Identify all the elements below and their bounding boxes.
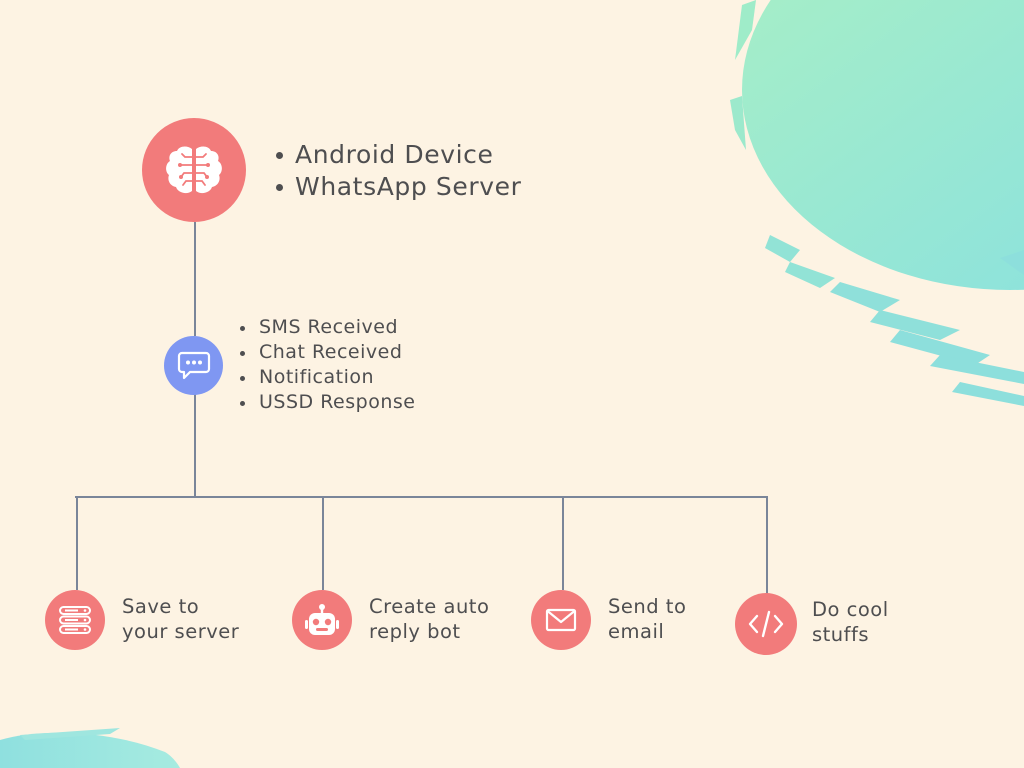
source-node: [142, 118, 246, 222]
trigger-item-sms-received: SMS Received: [237, 315, 415, 340]
server-stack-icon: [59, 606, 91, 634]
action-label-line-1: Create auto: [369, 595, 490, 618]
action-label-line-1: Save to: [122, 595, 200, 618]
robot-icon: [305, 604, 339, 635]
action-label-line-1: Do cool: [812, 598, 889, 621]
top-right-brush-stroke: [730, 0, 1024, 406]
action-label-do-cool-stuffs: Do cool stuffs: [812, 597, 889, 647]
trigger-list: SMS Received Chat Received Notification …: [237, 315, 415, 415]
action-label-line-1: Send to: [608, 595, 687, 618]
code-icon: [748, 610, 784, 638]
action-node-auto-reply-bot: [292, 590, 352, 650]
source-item-android-device: Android Device: [273, 139, 521, 171]
trigger-item-ussd-response: USSD Response: [237, 390, 415, 415]
action-label-auto-reply-bot: Create auto reply bot: [369, 594, 489, 644]
trigger-node: [164, 336, 223, 395]
source-item-whatsapp-server: WhatsApp Server: [273, 171, 521, 203]
action-node-save-to-server: [45, 590, 105, 650]
trigger-item-notification: Notification: [237, 365, 415, 390]
brain-icon: [166, 146, 222, 194]
action-node-do-cool-stuffs: [735, 593, 797, 655]
action-label-line-2: your server: [122, 620, 240, 643]
source-list: Android Device WhatsApp Server: [273, 139, 521, 203]
bottom-left-brush-stroke: [0, 728, 180, 768]
action-label-save-to-server: Save to your server: [122, 594, 239, 644]
trigger-item-chat-received: Chat Received: [237, 340, 415, 365]
action-label-line-2: email: [608, 620, 665, 643]
action-node-send-to-email: [531, 590, 591, 650]
action-label-send-to-email: Send to email: [608, 594, 686, 644]
chat-bubble-icon: [177, 351, 210, 379]
action-label-line-2: stuffs: [812, 623, 870, 646]
action-label-line-2: reply bot: [369, 620, 461, 643]
envelope-icon: [545, 608, 577, 632]
